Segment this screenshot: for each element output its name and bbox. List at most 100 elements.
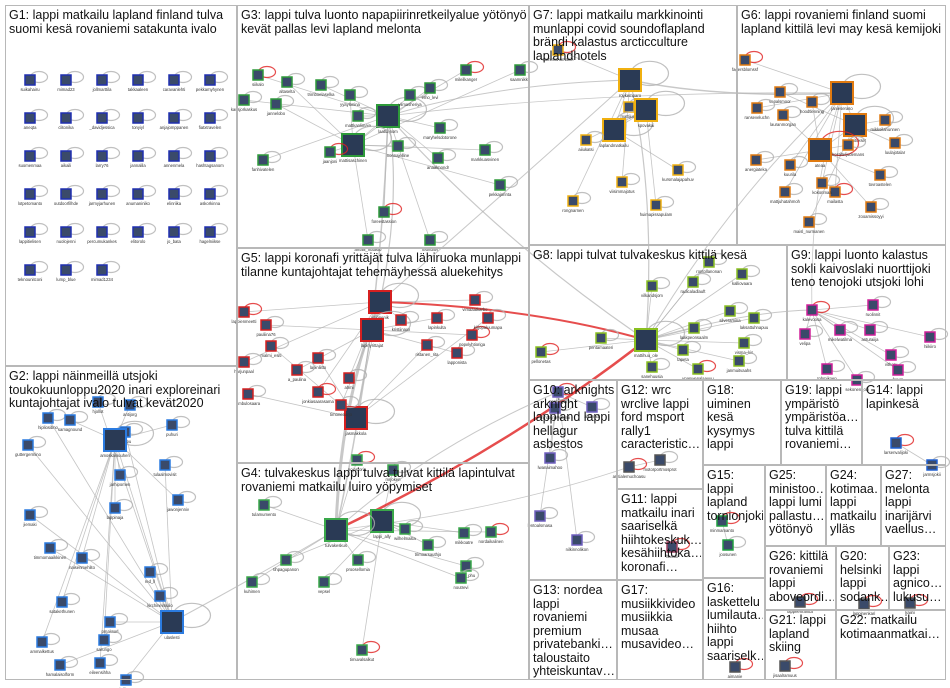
node-vimaaatkarbe[interactable]: vimaaatkarbe xyxy=(462,290,494,313)
node-ranseveluchn[interactable]: ranseveluchn xyxy=(745,98,776,121)
node-foreestassion[interactable]: foreestassion xyxy=(372,202,403,225)
node-tapeta[interactable]: tapeta xyxy=(677,340,702,363)
node-elinriika[interactable]: elinriika xyxy=(167,184,193,207)
node-lappeenrantta[interactable]: lappeenrantta xyxy=(787,592,819,615)
node-timonenarjo[interactable]: timonenarjo xyxy=(330,395,360,418)
node-trimoarsauthjo[interactable]: trimoarsauthjo xyxy=(415,535,447,558)
node-suomenmaa[interactable]: suomenmaa xyxy=(18,146,49,169)
node-mattjuhatahmoh[interactable]: mattjuhatahmoh xyxy=(770,182,804,205)
node-harjunpaal[interactable]: harjunpaal xyxy=(234,352,263,375)
node-mikelwatilma[interactable]: mikelwatilma xyxy=(828,320,859,343)
node-laakpeonsaalm[interactable]: laakpeonsaalm xyxy=(680,318,713,341)
node-red_ll[interactable]: red_ll xyxy=(144,562,169,585)
node-mikkoilanunnen[interactable]: mikkoilanunnen xyxy=(870,110,904,133)
node-kokonmaa[interactable]: kokonmaa xyxy=(812,173,841,196)
node-amoskainuuhen[interactable]: amoskainuuhen xyxy=(100,420,155,458)
node-aneqta[interactable]: aneqta xyxy=(24,108,49,131)
node-jonkiasaarasama[interactable]: jonkiasaarasama xyxy=(301,382,337,405)
node-lauranmorgan[interactable]: lauranmorgan xyxy=(770,105,802,128)
node-aiiukatsi[interactable]: aiiukatsi xyxy=(578,130,605,153)
node-aikaili[interactable]: aikaili xyxy=(60,146,85,169)
node-mikkoatre[interactable]: mikkoatre xyxy=(455,523,483,546)
node-puhuri[interactable]: puhuri xyxy=(166,415,191,438)
node-pauliina76[interactable]: pauliina76 xyxy=(256,315,285,338)
node-anaalmondr[interactable]: anaalmondr xyxy=(427,148,457,171)
node-lappinaja[interactable]: lappinaja xyxy=(107,498,134,521)
node-jisaalramuus[interactable]: jisaalramuus xyxy=(772,656,804,679)
node-lappitielisen[interactable]: lappitielisen xyxy=(19,222,49,245)
node-anergiateka[interactable]: anergiateka xyxy=(745,150,775,173)
node-hostilteljudemans[interactable]: hostilteljudemans xyxy=(832,135,867,158)
node-senlaitokset[interactable]: senlaitokset xyxy=(843,105,895,143)
node-tonyiyl[interactable]: tonyiyl xyxy=(132,108,157,131)
node-siikalo[interactable]: siikalo xyxy=(252,65,277,88)
node-lapponista[interactable]: lapponista xyxy=(447,343,476,366)
node-zooamissoyyi[interactable]: zooamissoyyi xyxy=(858,197,890,220)
node-nonnajelline[interactable]: nonnajelline xyxy=(387,136,417,159)
node-takkaaleen[interactable]: takkaaleen xyxy=(128,70,157,93)
node-jawonjenniv[interactable]: jawonjenniv xyxy=(166,490,197,513)
node-maryhelsdotorone[interactable]: maryhelsdotorone xyxy=(423,118,459,141)
node-tulaalmovisit[interactable]: tulaalmovisit xyxy=(153,455,184,478)
node-jarhipomen[interactable]: jarhipomen xyxy=(109,465,139,488)
node-aimanie[interactable]: aimanie xyxy=(728,657,754,680)
node-jo_bata[interactable]: jo_bata xyxy=(166,222,193,245)
node-vepsel[interactable]: vepsel xyxy=(318,572,343,595)
node-radicaladlauft[interactable]: radicaladlauft xyxy=(681,272,712,295)
node-tihpagupanon[interactable]: tihpagupanon xyxy=(273,550,305,573)
node-mileilkanger[interactable]: mileilkanger xyxy=(455,60,485,83)
node-teuvoavi[interactable]: teuvoavi xyxy=(422,230,449,253)
node-nilkinnolikon[interactable]: nilkinnolikon xyxy=(566,530,596,553)
node-luulajotalar[interactable]: luulajotalar xyxy=(885,133,914,156)
node-lwanaimahoo[interactable]: lwanaimahoo xyxy=(538,448,569,471)
node-vepalsmoor[interactable]: vepalsmoor xyxy=(769,82,799,105)
node-ambulosaara[interactable]: ambulosaara xyxy=(236,384,267,407)
node-kalevoosa[interactable]: kalevoosa xyxy=(803,300,831,323)
node-anjajomppanen[interactable]: anjajomppanen xyxy=(160,108,193,131)
node-ammalkettus[interactable]: ammalkettus xyxy=(30,632,61,655)
node-lappienmeetti[interactable]: lappienmeetti xyxy=(232,302,263,325)
node-vilkandsjom[interactable]: vilkandsjom xyxy=(641,276,671,299)
node-satakethunen[interactable]: satakethunen xyxy=(49,592,81,615)
node-mattihuu_ole[interactable]: mattihuu_ole xyxy=(634,320,686,358)
node-jiemaki[interactable]: jiemaki xyxy=(22,505,49,528)
node-markkuasvinen[interactable]: markkuasvinen xyxy=(471,140,504,163)
node-jollmarttila[interactable]: jollmarttila xyxy=(92,70,121,93)
node-hagelniikse[interactable]: hagelniikse xyxy=(200,222,229,245)
node-yyaylonina[interactable]: yyaylonina xyxy=(340,85,369,108)
node-lapinliitto[interactable]: lapinliitto xyxy=(310,348,337,371)
node-a_paulina[interactable]: a_paulina xyxy=(288,360,316,383)
node-kirchineimulio[interactable]: kirchineimulio xyxy=(147,586,179,609)
node-sanehuusia[interactable]: sanehuusia xyxy=(641,357,671,380)
node-hamalaisolform[interactable]: hamalaisolform xyxy=(46,655,79,678)
node-mimad1234[interactable]: mimad1234 xyxy=(91,260,121,283)
node-percumukankes[interactable]: percumukankes xyxy=(87,222,121,245)
node-lapinyrittajat[interactable]: lapinyrittajat xyxy=(360,310,412,348)
node-rontollanonan[interactable]: rontollanonan xyxy=(696,252,728,275)
node-timmomaaikkinen[interactable]: timmomaaikkinen xyxy=(34,538,69,561)
node-amaill_maasto[interactable]: amaill_maasto xyxy=(355,230,387,253)
node-fanhivatelen[interactable]: fanhivatelen xyxy=(252,150,282,173)
node-noutrevi[interactable]: noutrevi xyxy=(454,568,480,591)
node-ynanwenalaavuu[interactable]: ynanwenalaavuu xyxy=(682,359,717,382)
node-naisenmehlito[interactable]: naisenmehlito xyxy=(69,548,101,571)
node-huimapissapulam[interactable]: huimapissapulam xyxy=(640,195,675,218)
node-kuurila[interactable]: kuurila xyxy=(784,155,809,178)
node-pekkajorinta[interactable]: pekkajorinta xyxy=(489,175,519,198)
node-wilhelmaitia[interactable]: wilhelmaitia xyxy=(394,519,424,542)
node-silveramina[interactable]: silveramina xyxy=(719,301,749,324)
node-nordaikalinen[interactable]: nordaikalinen xyxy=(479,522,510,545)
node-anturaiija[interactable]: anturaiija xyxy=(862,320,889,343)
node-teknounitconi[interactable]: teknounitconi xyxy=(18,260,49,283)
node-ruolinnit[interactable]: ruolinnit xyxy=(866,295,892,318)
node-laplandmatkailu[interactable]: laplandmatkailu xyxy=(599,110,654,148)
node-hanski[interactable]: hanski xyxy=(666,537,691,560)
node-jaanjoni[interactable]: jaanjoni xyxy=(322,142,349,165)
node-ulaslesti[interactable]: ulaslesti xyxy=(160,602,212,640)
node-emo_levi[interactable]: emo_levi xyxy=(422,78,449,101)
node-ahmi[interactable]: ahmi xyxy=(343,368,368,391)
node-pentamaateri[interactable]: pentamaateri xyxy=(589,328,620,351)
node-nuolojenni[interactable]: nuolojenni xyxy=(56,222,85,245)
node-kassjorkaskus[interactable]: kassjorkaskus xyxy=(231,90,263,113)
node-lotpetomanto[interactable]: lotpetomanto xyxy=(18,184,49,207)
